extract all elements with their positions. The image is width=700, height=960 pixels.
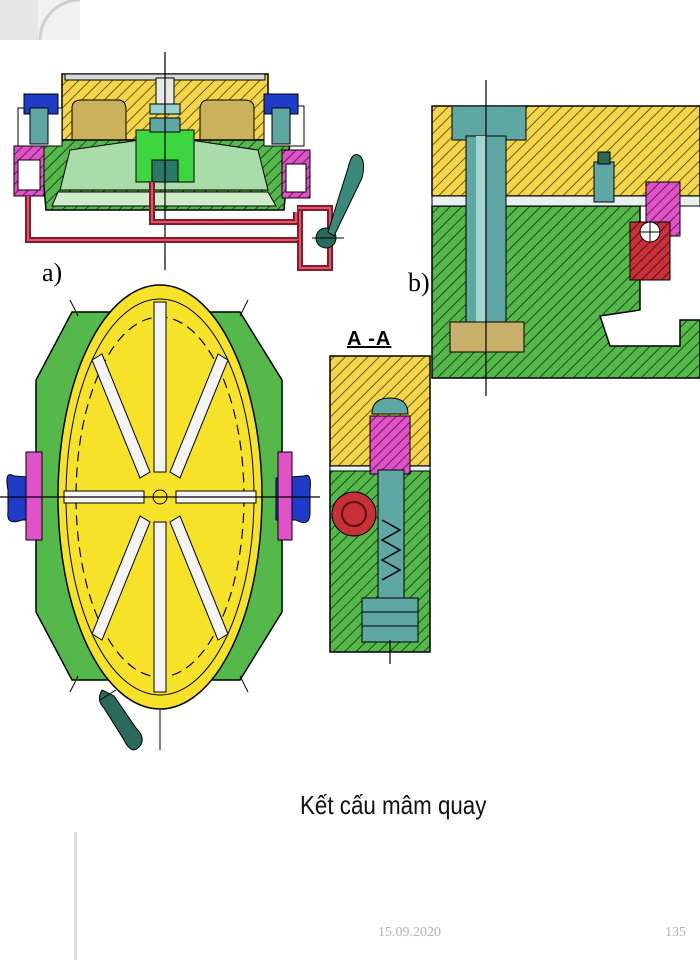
slide-side-line [74, 832, 77, 960]
section-view-a [13, 52, 365, 271]
footer-page-number: 135 [665, 925, 686, 940]
footer-date: 15.09.2020 [378, 925, 441, 940]
plan-view-rotary-table [0, 284, 320, 751]
section-view-aa [329, 355, 431, 664]
figure-caption: Kết cấu mâm quay [300, 790, 487, 820]
slide-corner-decoration [0, 0, 80, 40]
section-label-aa: A -A [347, 328, 392, 350]
section-view-b [431, 80, 700, 396]
figure-label-b: b) [408, 268, 430, 297]
figure-label-a: a) [42, 258, 63, 287]
